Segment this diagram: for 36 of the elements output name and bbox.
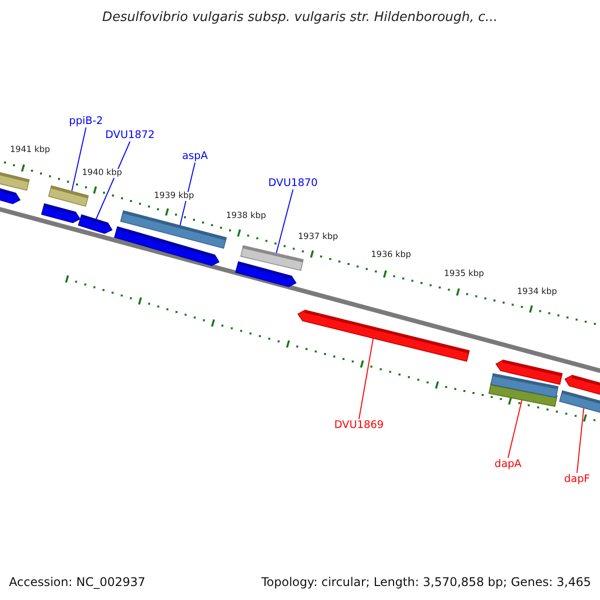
leader-line: [96, 141, 130, 220]
gene-label: DVU1872: [105, 130, 155, 140]
scale-label: 1940 kbp: [82, 169, 122, 178]
leader-line: [576, 407, 584, 474]
gene-bar: [41, 203, 81, 224]
gene-bar: [0, 187, 21, 204]
gene-label: dapF: [564, 474, 590, 484]
leader-line: [71, 127, 86, 192]
scale-label: 1936 kbp: [371, 251, 412, 260]
footer-text: Accession: NC_002937: [9, 576, 146, 588]
gene-label: DVU1869: [334, 420, 384, 430]
scale-label: 1938 kbp: [226, 212, 266, 220]
title: Desulfovibrio vulgaris subsp. vulgaris str. Hildenborough, c...: [102, 11, 498, 24]
leader-line: [508, 399, 522, 458]
gene-bar: [559, 390, 600, 414]
gene-label: aspA: [182, 151, 208, 162]
gene-label: dapA: [494, 459, 522, 470]
gene-bar: [48, 185, 89, 207]
gene-bar: [0, 171, 30, 191]
gene-bar: [297, 310, 470, 362]
gene-bar: [564, 374, 600, 396]
scale-label: 1937 kbp: [298, 233, 338, 242]
gene-label: ppiB-2: [69, 116, 103, 126]
gene-label: DVU1870: [268, 178, 318, 188]
leader-line: [180, 162, 196, 226]
gene-bar: [78, 214, 113, 234]
scale-label: 1939 kbp: [154, 192, 194, 200]
leader-line: [276, 189, 294, 254]
scale-label: 1941 kbp: [10, 146, 50, 154]
scale-label: 1935 kbp: [444, 270, 484, 278]
gene-bar: [114, 226, 220, 266]
gene-bar: [495, 360, 563, 385]
leader-line: [358, 338, 374, 420]
scale-label: 1934 kbp: [517, 288, 558, 296]
gene-bar: [235, 261, 297, 288]
footer-text: Topology: circular; Length: 3,570,858 bp; Genes: 3,465: [261, 576, 591, 588]
